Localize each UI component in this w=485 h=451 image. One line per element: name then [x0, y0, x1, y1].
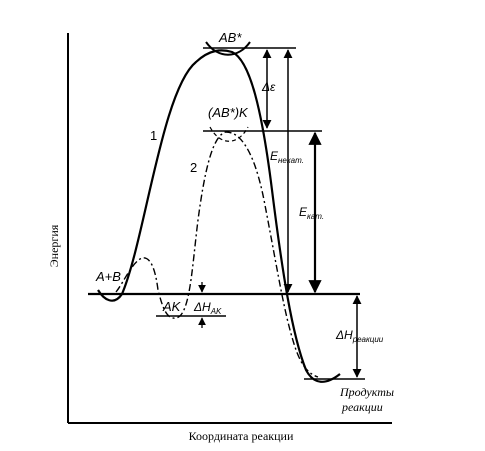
e-cat-label: Eкат. — [299, 205, 324, 221]
reactants-label: A+B — [95, 269, 121, 284]
delta-h-ak-label: ΔHAK — [193, 300, 222, 316]
transition-state-label: AB* — [218, 30, 242, 45]
x-axis-title: Координата реакции — [189, 429, 294, 443]
delta-h-ak-sub: AK — [210, 307, 222, 316]
catalyzed-transition-label: (AB*)K — [208, 105, 249, 120]
delta-h-reaction-main: ΔH — [335, 328, 353, 342]
delta-h-reaction-sub: реакции — [352, 335, 384, 344]
delta-eps-label: Δε — [261, 80, 276, 94]
e-cat-sub: кат. — [307, 212, 324, 221]
products-label-line2: реакции — [341, 400, 383, 414]
catalyzed-reaction-curve — [115, 131, 319, 378]
y-axis-title: Энергия — [47, 224, 61, 267]
transition-state-cap — [205, 41, 251, 56]
delta-h-ak-main: ΔH — [193, 300, 211, 314]
e-uncat-sub: некат. — [278, 156, 304, 165]
curve-1-label: 1 — [150, 128, 157, 143]
catalyzed-transition-cap — [209, 126, 249, 142]
curve-2-label: 2 — [190, 160, 197, 175]
e-cat-main: E — [299, 205, 308, 219]
products-label-line1: Продукты — [339, 385, 394, 399]
e-uncat-label: Eнекат. — [270, 149, 304, 165]
e-uncat-main: E — [270, 149, 279, 163]
adsorbed-complex-label: AK — [162, 299, 182, 314]
delta-h-reaction-label: ΔHреакции — [335, 328, 384, 344]
